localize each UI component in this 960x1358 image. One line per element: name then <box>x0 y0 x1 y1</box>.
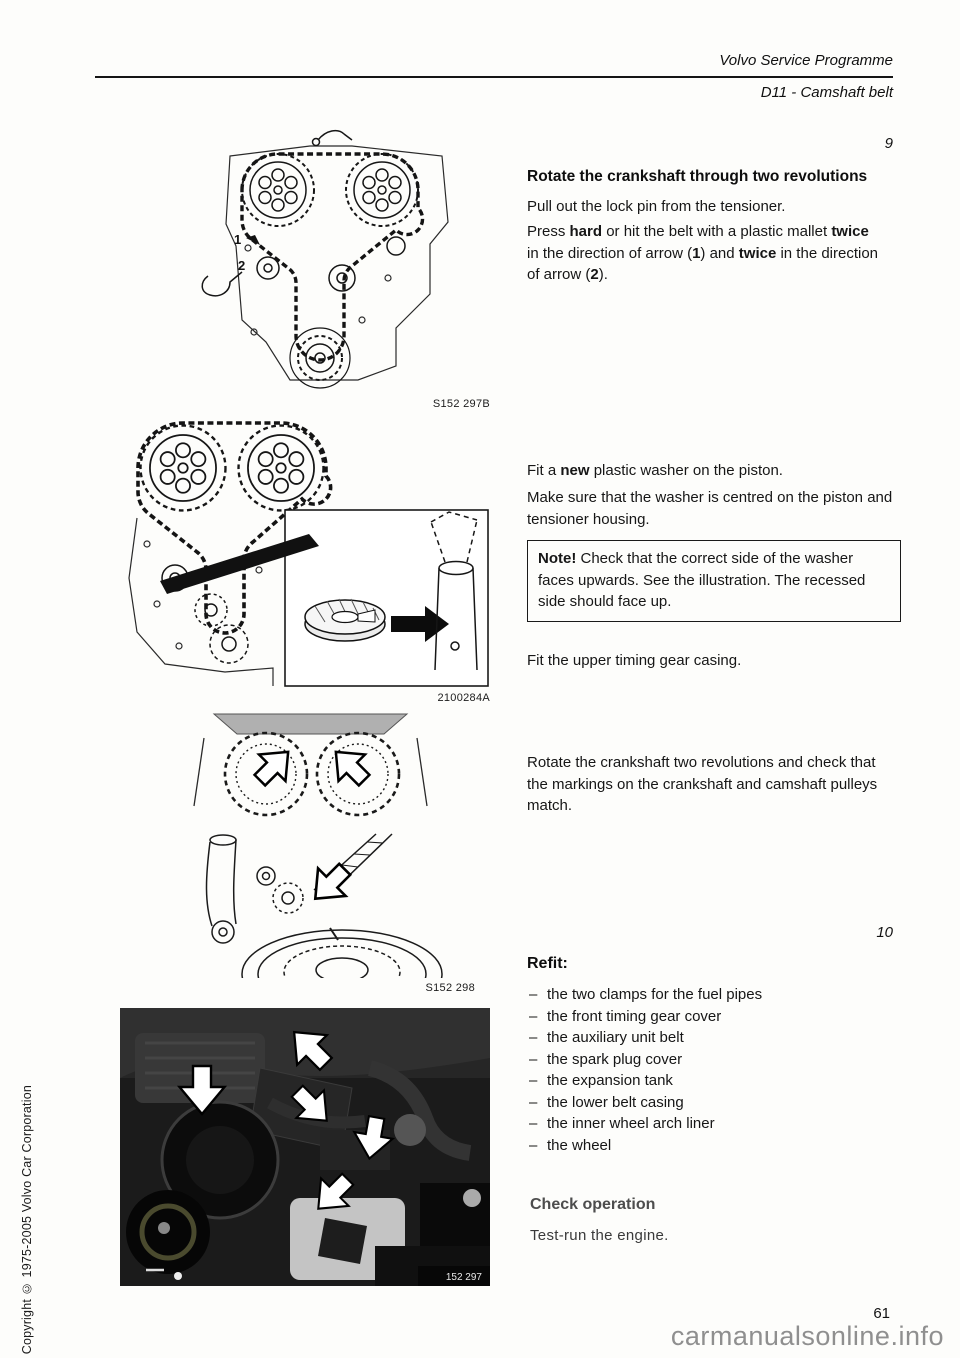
crankshaft-sprocket <box>289 327 351 389</box>
camshaft-sprocket-left <box>139 424 227 512</box>
list-item: –the front timing gear cover <box>529 1006 897 1028</box>
cover-panel <box>212 713 409 735</box>
photo-caption: 152 297 <box>446 1272 483 1283</box>
inset-box <box>284 509 489 687</box>
bullet-dash: – <box>529 1136 538 1154</box>
rotation-arrow-right <box>321 737 379 795</box>
header-title: Volvo Service Programme <box>719 52 893 69</box>
tool-pointer <box>160 534 319 594</box>
list-item: –the expansion tank <box>529 1070 897 1092</box>
list-item-text: the front timing gear cover <box>547 1007 722 1025</box>
watermark: carmanualsonline.info <box>670 1321 944 1351</box>
refit-heading: Refit: <box>527 955 568 972</box>
fig2-caption: 2100284A <box>437 692 490 704</box>
text-segment-bold: new <box>560 462 590 479</box>
camshaft-sprocket-left <box>241 153 315 227</box>
check-operation-para: Test-run the engine. <box>530 1227 669 1244</box>
timing-mark <box>329 927 339 941</box>
text-segment: in the direction of arrow ( <box>527 244 879 284</box>
bullet-dash: – <box>529 1072 538 1089</box>
header-rule <box>95 76 893 78</box>
list-item: –the spark plug cover <box>529 1049 897 1071</box>
bullet-dash: – <box>529 1115 538 1132</box>
text-segment-bold: hard <box>569 223 603 240</box>
text-segment: Fit a <box>527 462 561 479</box>
list-item-text: the lower belt casing <box>547 1093 684 1111</box>
step10-number: 10 <box>876 924 893 941</box>
camshaft-sprocket-right <box>237 424 325 512</box>
fig2-washer-diagram <box>128 421 489 687</box>
standpipe <box>205 841 213 927</box>
bullet-dash: – <box>529 1050 538 1068</box>
marking-arrow <box>300 854 360 914</box>
fig4-crankshaft-marking-diagram <box>205 833 443 978</box>
bullet-dash: – <box>529 986 538 1003</box>
bullet-dash: – <box>529 1029 538 1046</box>
note-label: Note! <box>538 550 577 567</box>
washer-para4: Rotate the crankshaft two revolutions an… <box>527 754 878 814</box>
hand-sketch <box>201 271 243 297</box>
step9-number: 9 <box>884 135 893 152</box>
step9-heading: Rotate the crankshaft through two revolu… <box>527 168 868 185</box>
text-segment: or hit the belt with a plastic mallet <box>602 223 832 240</box>
camshaft-sprocket-right <box>345 153 419 227</box>
fig1-arrow1-label: 1 <box>234 232 241 247</box>
text-segment-bold: 1 <box>692 244 701 262</box>
list-item: –the wheel <box>529 1135 897 1157</box>
washer-para1: Fit a new plastic washer on the piston. <box>527 460 897 482</box>
washer-para3: Fit the upper timing gear casing. <box>527 652 742 669</box>
bullet-dash: – <box>529 1093 538 1111</box>
note-box: Note! Check that the correct side of the… <box>527 540 901 622</box>
engine-outline <box>128 517 274 686</box>
washer-para2: Make sure that the washer is centred on … <box>527 489 893 528</box>
list-item-text: the wheel <box>547 1136 612 1154</box>
text-segment-bold: 2 <box>590 266 599 283</box>
fig1-arrow2-label: 2 <box>238 258 245 273</box>
list-item-text: the auxiliary unit belt <box>547 1029 684 1046</box>
list-item: –the two clamps for the fuel pipes <box>529 984 897 1006</box>
fig1-timing-belt-diagram: 1 2 <box>201 129 449 389</box>
list-item: –the lower belt casing <box>529 1092 897 1114</box>
text-segment: plastic washer on the piston. <box>589 462 783 479</box>
engine-bay-photo: 152 297 <box>120 1008 490 1286</box>
list-item-text: the inner wheel arch liner <box>547 1115 715 1132</box>
camshaft-pulley-right <box>315 731 401 817</box>
bullet-dash: – <box>529 1007 538 1025</box>
step9-para2: Press hard or hit the belt with a plasti… <box>527 221 879 286</box>
text-segment: Press <box>527 223 570 240</box>
text-segment: in the direction of arrow ( <box>527 244 693 262</box>
text-segment: ). <box>598 266 608 283</box>
note-text: Check that the correct side of the washe… <box>538 550 866 610</box>
fig1-caption: S152 297B <box>432 398 490 410</box>
lock-pin-tool <box>317 129 353 141</box>
direction-arrow <box>246 235 260 245</box>
list-item-text: the spark plug cover <box>547 1050 683 1068</box>
refit-list: –the two clamps for the fuel pipes –the … <box>529 984 897 1156</box>
crankshaft-pulley <box>241 929 443 978</box>
list-item-text: the two clamps for the fuel pipes <box>547 986 763 1003</box>
text-segment-bold: twice <box>738 244 777 262</box>
fig3-pulley-markings-diagram <box>193 713 428 817</box>
header-subtitle: D11 - Camshaft belt <box>760 84 893 101</box>
fig4-caption: S152 298 <box>425 982 475 994</box>
copyright-sidebar: Copyright © 1975-2005 Volvo Car Corporat… <box>20 1084 34 1354</box>
idler-pulley <box>272 882 304 914</box>
list-item: –the auxiliary unit belt <box>529 1027 897 1049</box>
page-number: 61 <box>873 1305 890 1322</box>
check-operation-heading: Check operation <box>530 1196 656 1213</box>
radiator-hose <box>367 1060 472 1161</box>
step9-para1: Pull out the lock pin from the tensioner… <box>527 198 786 215</box>
text-segment: ) and <box>700 244 739 262</box>
list-item: –the inner wheel arch liner <box>529 1113 897 1135</box>
plastic-washer <box>304 598 386 642</box>
list-item-text: the expansion tank <box>547 1072 673 1089</box>
tensioner-piston <box>430 511 478 671</box>
text-segment-bold: twice <box>831 223 869 240</box>
fit-direction-arrow <box>391 606 449 642</box>
camshaft-pulley-left <box>223 731 309 817</box>
